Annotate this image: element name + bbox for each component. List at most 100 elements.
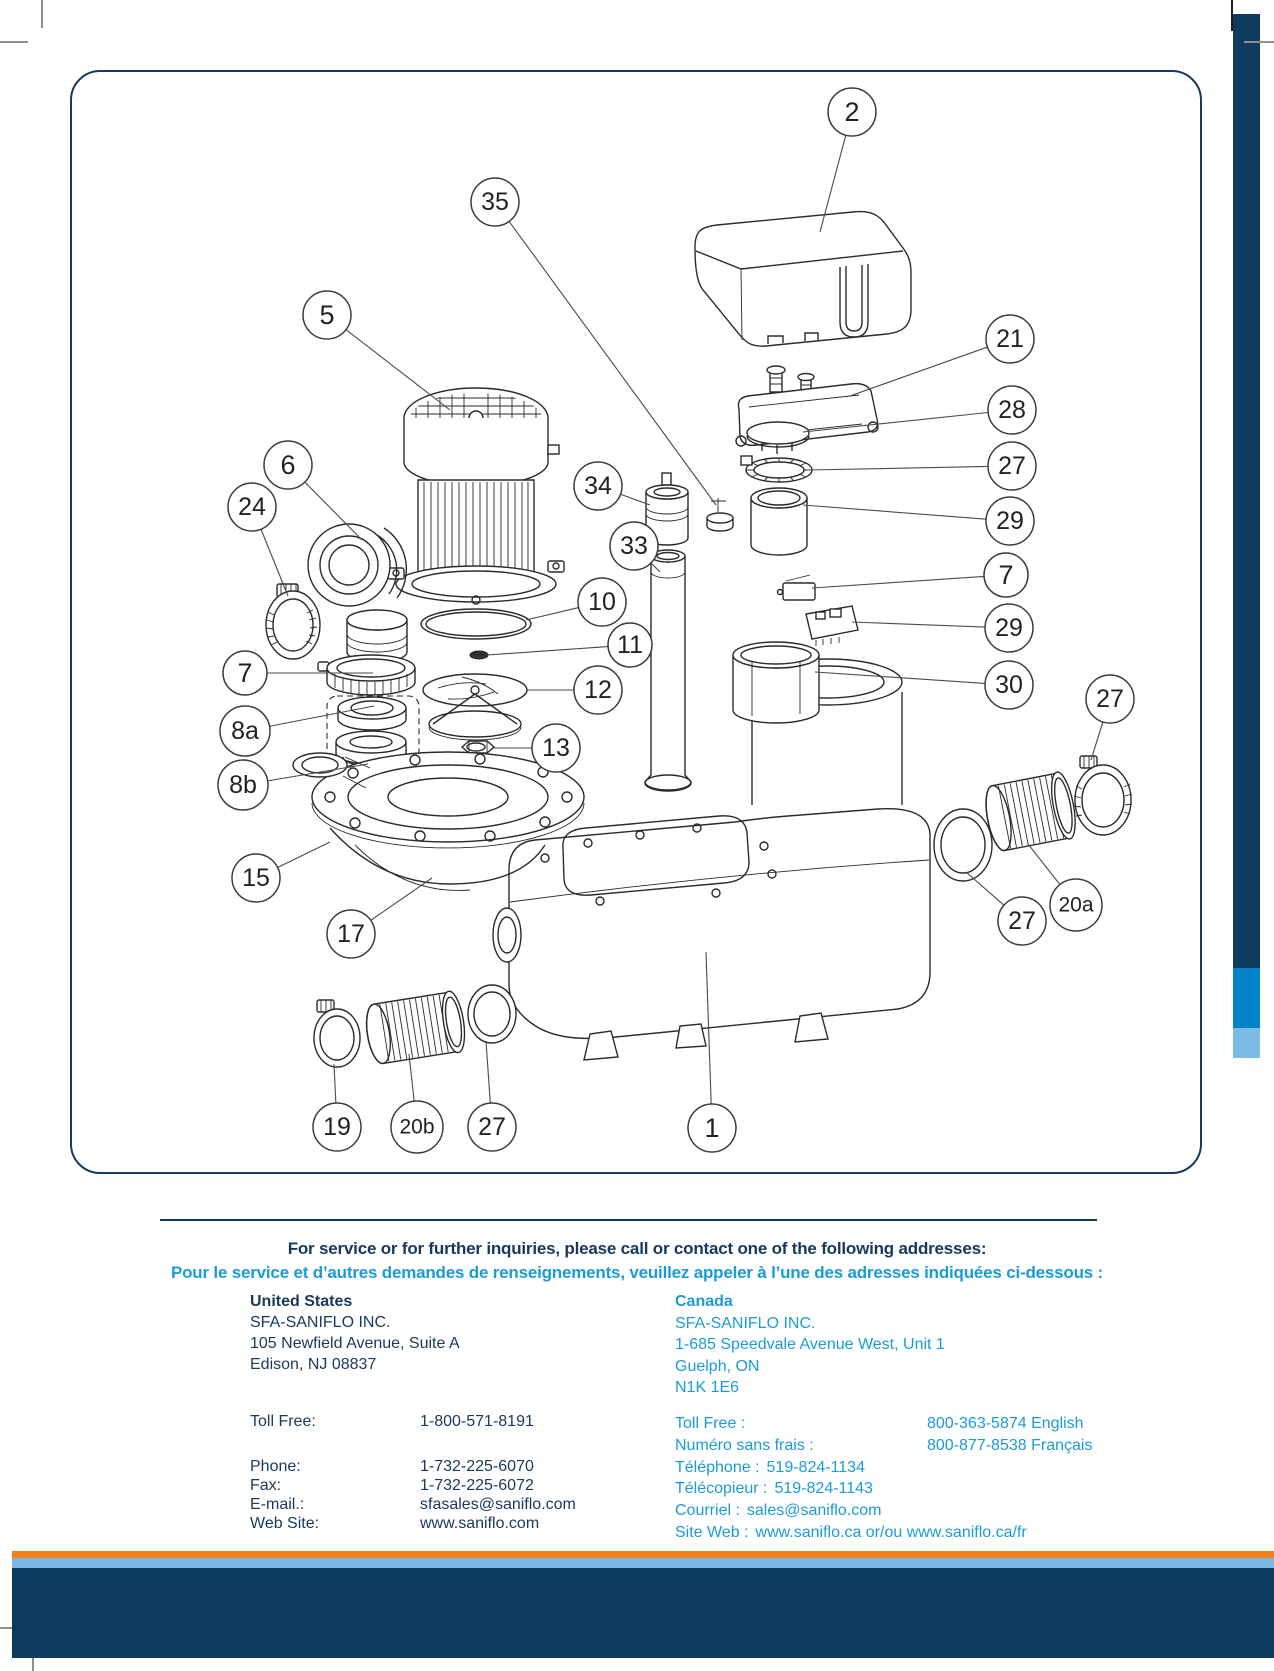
leader-line-19	[333, 1063, 337, 1104]
callout-label-2: 2	[844, 97, 859, 127]
leader-line-11	[486, 645, 609, 656]
us-address-block: United States SFA-SANIFLO INC. 105 Newfi…	[250, 1291, 460, 1375]
leader-line-33	[650, 562, 661, 573]
ca-contact-row: Courriel :sales@saniflo.com	[675, 1502, 882, 1520]
ca-address-line3: N1K 1E6	[675, 1379, 740, 1396]
us-company: SFA-SANIFLO INC.	[250, 1314, 391, 1331]
part-volute-base	[292, 751, 585, 891]
us-contact-row: E-mail.:sfasales@saniflo.com	[250, 1496, 576, 1513]
callout-label-13: 13	[542, 734, 570, 762]
leader-line-30	[814, 671, 986, 684]
callout-label-21: 21	[996, 325, 1024, 353]
callout-28	[987, 385, 1037, 435]
callout-29	[985, 496, 1035, 546]
us-tollfree-label: Toll Free:	[250, 1413, 316, 1430]
callout-20b	[390, 1100, 444, 1154]
ca-address-block: Canada SFA-SANIFLO INC. 1-685 Speedvale …	[675, 1291, 945, 1399]
callout-30	[984, 660, 1034, 710]
ca-contact-row: Téléphone :519-824-1134	[675, 1458, 865, 1476]
us-tollfree-row: Toll Free: 1-800-571-8191	[250, 1413, 534, 1431]
callout-27	[1085, 674, 1135, 724]
part-discharge-hose-20a	[933, 755, 1133, 882]
footer-stripe-light-blue	[12, 1558, 1274, 1568]
callout-19	[312, 1102, 362, 1152]
part-inlet-hose-20b	[313, 984, 517, 1068]
leader-line-28	[802, 411, 989, 433]
us-website-value[interactable]: www.saniflo.com	[420, 1515, 540, 1532]
callout-label-15: 15	[242, 864, 270, 892]
part-oring	[420, 608, 532, 640]
crop-mark-top-right-horizontal	[1244, 41, 1274, 43]
callout-label-20a: 20a	[1058, 894, 1093, 917]
part-microswitch	[776, 574, 816, 601]
spine-bar-medium-blue	[1233, 968, 1260, 1028]
part-gland-nut	[317, 654, 416, 696]
callout-label-11: 11	[617, 631, 643, 659]
callout-1	[687, 1103, 737, 1153]
ca-address-line2: Guelph, ON	[675, 1357, 760, 1375]
footer-stripe-orange	[12, 1551, 1274, 1558]
part-check-valve	[706, 498, 734, 532]
part-cover	[694, 210, 912, 347]
leader-line-29	[851, 621, 986, 628]
leader-line-8b	[267, 763, 369, 782]
callout-label-12: 12	[584, 676, 612, 704]
callout-8a	[219, 705, 271, 757]
part-clamp-ring-upper	[740, 455, 813, 483]
callout-label-27: 27	[1096, 685, 1124, 713]
callout-label-8b: 8b	[229, 771, 257, 799]
callout-8b	[217, 759, 269, 811]
callout-6	[263, 440, 313, 490]
leader-line-34	[620, 493, 651, 506]
callout-label-7: 7	[237, 658, 252, 688]
ca-region-label: Canada	[675, 1293, 733, 1310]
service-notice-en: For service or for further inquiries, pl…	[287, 1239, 987, 1258]
callout-7	[983, 552, 1029, 598]
leader-line-6	[304, 481, 363, 541]
leader-line-10	[525, 606, 579, 621]
part-impeller	[422, 673, 528, 741]
us-contact-row: Fax:1-732-225-6072	[250, 1477, 534, 1494]
spine-bar-light-blue	[1233, 1028, 1260, 1058]
callout-24	[227, 482, 277, 532]
leader-line-2	[819, 135, 847, 233]
part-cup	[750, 487, 808, 556]
callout-12	[573, 665, 623, 715]
callout-label-27: 27	[1008, 907, 1036, 935]
leader-line-29	[802, 504, 987, 520]
callout-label-27: 27	[998, 452, 1026, 480]
callout-29	[984, 603, 1034, 653]
us-address-line1: 105 Newfield Avenue, Suite A	[250, 1335, 460, 1352]
leader-line-20a	[1027, 843, 1061, 885]
part-cap	[746, 421, 810, 454]
leader-line-5	[345, 329, 451, 411]
callout-5	[302, 290, 352, 340]
callout-label-19: 19	[323, 1113, 351, 1141]
callout-label-27: 27	[478, 1113, 506, 1141]
leader-line-20b	[408, 1053, 415, 1102]
leader-line-15	[277, 841, 331, 868]
part-adapter-8a	[337, 696, 407, 731]
callout-label-7: 7	[998, 560, 1013, 590]
us-contact-row: Phone:1-732-225-6070	[250, 1458, 534, 1475]
leader-line-1	[705, 951, 712, 1105]
ca-email-value[interactable]: sales@saniflo.com	[746, 1502, 882, 1520]
callout-label-30: 30	[995, 671, 1023, 699]
callout-label-34: 34	[584, 472, 612, 500]
callout-33	[609, 521, 659, 571]
leader-line-27	[807, 465, 989, 471]
callout-label-1: 1	[704, 1113, 719, 1143]
us-tollfree-value: 1-800-571-8191	[420, 1413, 534, 1430]
leader-line-27	[485, 1040, 491, 1104]
callout-27	[997, 896, 1047, 946]
callout-label-24: 24	[238, 493, 266, 521]
ca-contact-rows: Toll Free :800-363-5874 English Numéro s…	[675, 1413, 1092, 1544]
callout-label-35: 35	[481, 188, 509, 216]
ca-website-value[interactable]: www.saniflo.ca or/ou www.saniflo.ca/fr	[755, 1523, 1027, 1541]
leader-line-27	[1090, 721, 1104, 761]
us-email-value[interactable]: sfasales@saniflo.com	[420, 1496, 576, 1513]
callout-label-33: 33	[620, 532, 648, 560]
ca-contact-row: Télécopieur :519-824-1143	[675, 1480, 873, 1498]
service-notice-fr: Pour le service et d’autres demandes de …	[170, 1263, 1103, 1282]
